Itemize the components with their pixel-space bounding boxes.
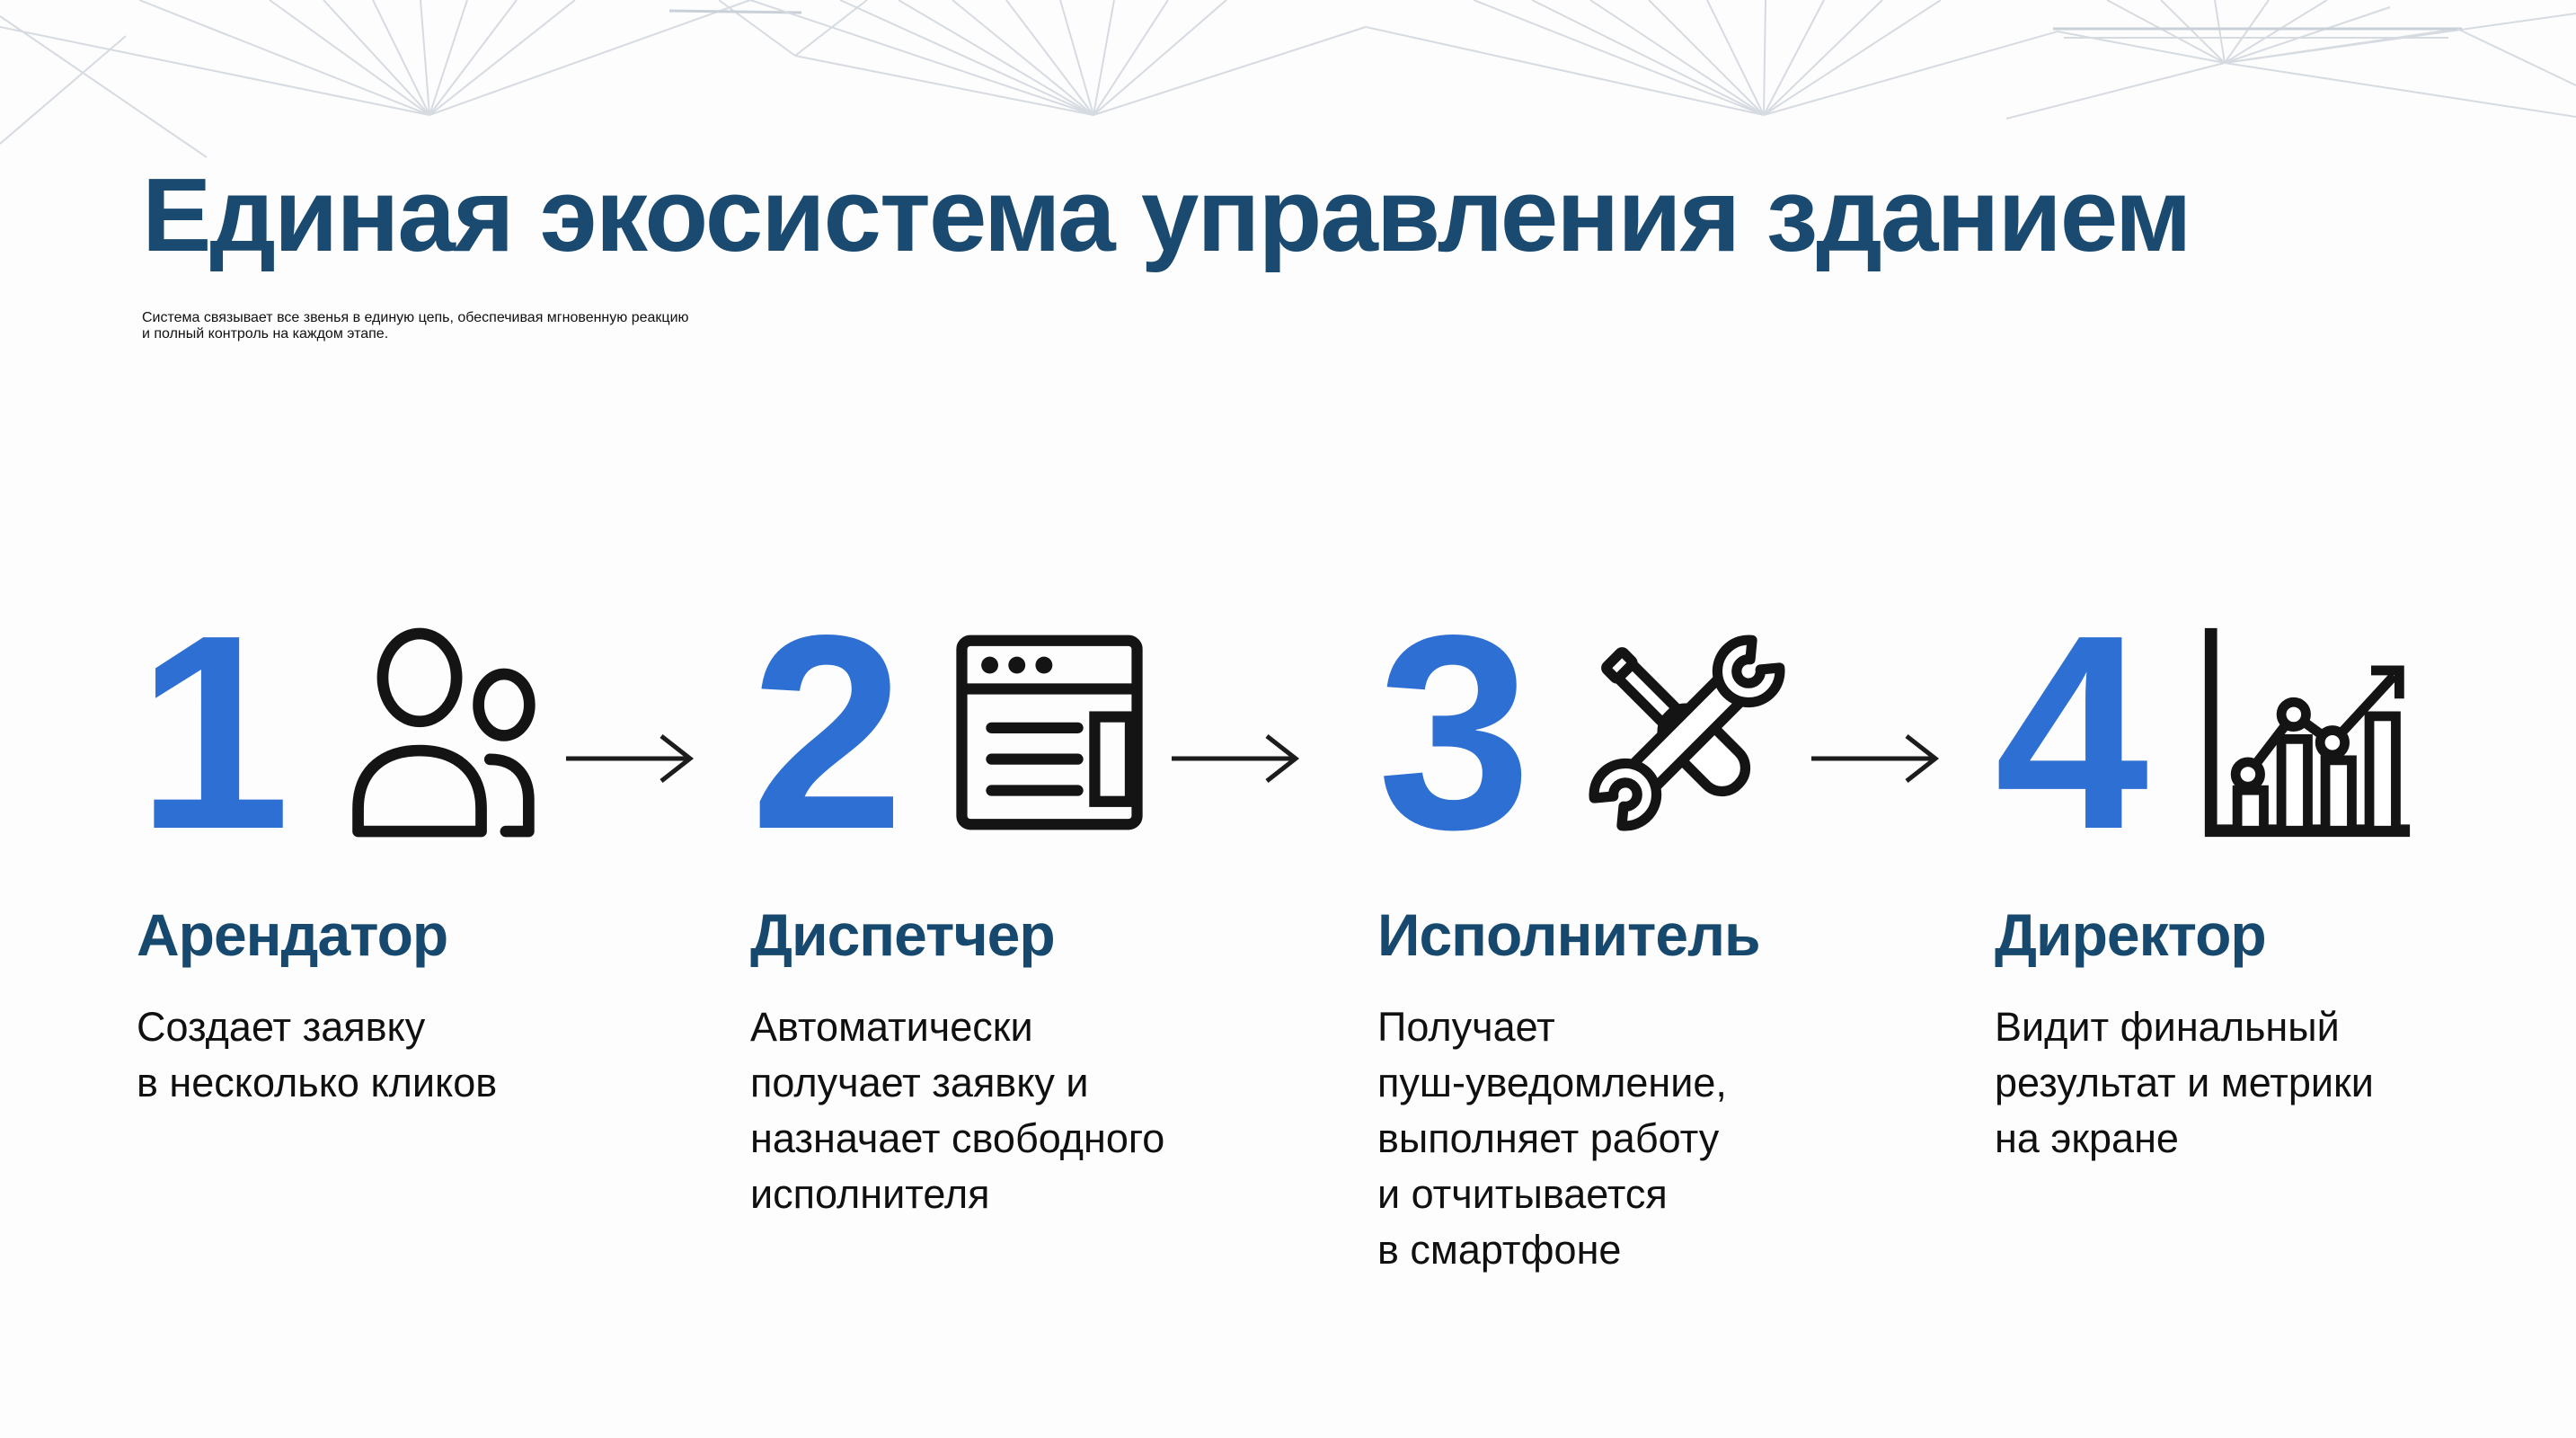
process-steps: 1 Арендатор Создает заявку в несколько к… [0, 577, 2576, 1339]
tools-icon [1581, 627, 1793, 839]
step-dispatcher: 2 [750, 577, 1334, 1222]
step-head: 3 [1377, 577, 1961, 887]
step-description: Получает пуш-уведомление, выполняет рабо… [1377, 1004, 1727, 1274]
bar-chart-icon [2199, 623, 2414, 843]
arrow-right-icon [1168, 730, 1303, 787]
slide-subtitle-line-2: и полный контроль на каждом этапе. [142, 325, 389, 342]
step-executor: 3 Исполнитель Получает пуш-у [1377, 577, 1961, 1278]
step-tenant: 1 Арендатор Создает заявку в несколько к… [137, 577, 721, 1111]
step-description: Создает заявку в несколько кликов [137, 1004, 498, 1106]
step-description: Видит финальный результат и метрики на э… [1995, 1004, 2374, 1162]
step-title: Исполнитель [1377, 901, 1761, 968]
step-description: Автоматически получает заявку и назначае… [750, 1004, 1165, 1218]
step-title: Диспетчер [750, 901, 1056, 968]
step-head: 1 [137, 577, 721, 887]
step-director: 4 [1995, 577, 2576, 1167]
arrow-right-icon [562, 730, 697, 787]
step-number: 1 [137, 577, 290, 887]
step-number: 4 [1995, 577, 2148, 887]
step-title: Директор [1995, 901, 2267, 968]
arrow-right-icon [1808, 730, 1943, 787]
step-head: 2 [750, 577, 1334, 887]
slide-title: Единая экосистема управления зданием [142, 156, 2192, 273]
slide-header: Единая экосистема управления зданием Сис… [142, 160, 2442, 357]
people-icon [341, 627, 543, 839]
browser-window-icon [954, 633, 1145, 832]
slide-subtitle-line-1: Система связывает все звенья в единую це… [142, 309, 689, 325]
step-number: 2 [750, 577, 904, 887]
step-number: 3 [1377, 577, 1531, 887]
step-head: 4 [1995, 577, 2576, 887]
step-title: Арендатор [137, 901, 448, 968]
